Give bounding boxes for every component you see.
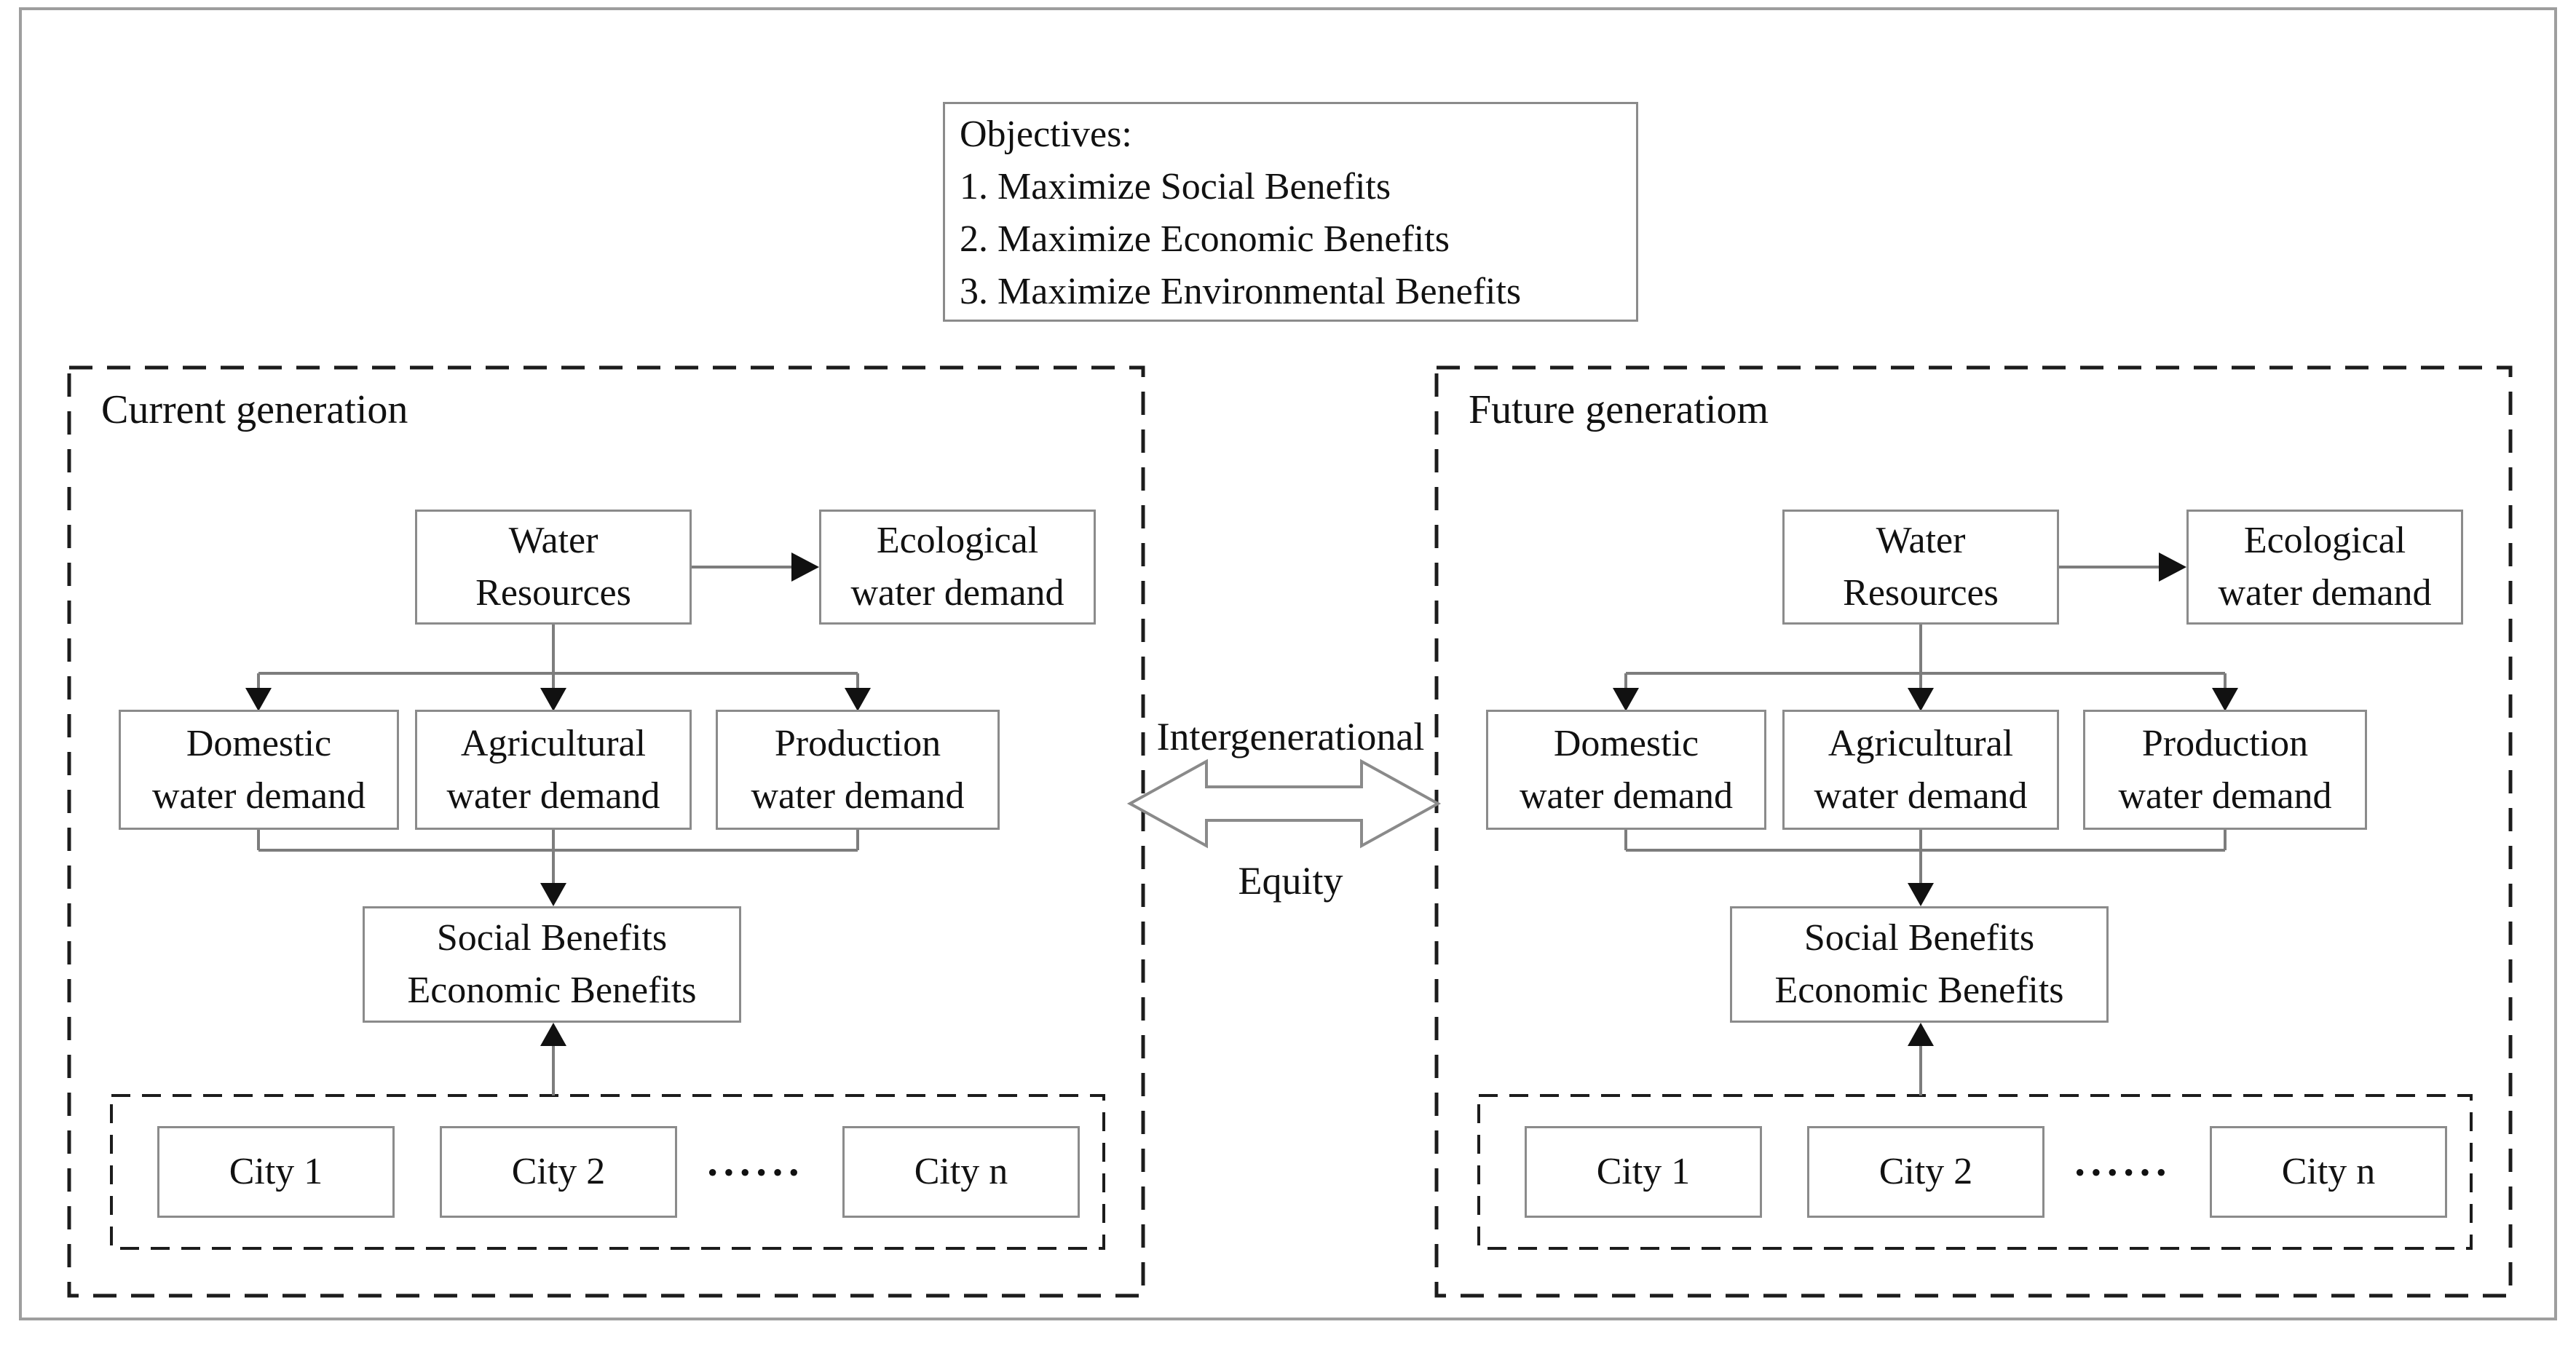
- future-ecological-water-demand-box: Ecological water demand: [2186, 510, 2463, 625]
- future-city-n-box: City n: [2210, 1126, 2447, 1218]
- current-cities-dashed-box: [110, 1094, 1105, 1250]
- current-production-water-demand-box: Production water demand: [716, 710, 1000, 830]
- future-generation-label: Future generatiom: [1469, 387, 1769, 432]
- intergenerational-label: Intergenerational: [1156, 715, 1425, 758]
- current-city-2-box: City 2: [440, 1126, 677, 1218]
- future-cities-dashed-box: [1477, 1094, 2473, 1250]
- current-generation-label: Current generation: [101, 387, 408, 432]
- equity-label: Equity: [1238, 859, 1343, 903]
- current-domestic-water-demand-box: Domestic water demand: [119, 710, 399, 830]
- current-city-n-box: City n: [842, 1126, 1080, 1218]
- objectives-box: Objectives: 1. Maximize Social Benefits …: [943, 102, 1638, 322]
- future-production-water-demand-box: Production water demand: [2083, 710, 2367, 830]
- current-panel-connectors: [257, 566, 859, 1096]
- current-city-1-box: City 1: [157, 1126, 395, 1218]
- future-city-2-box: City 2: [1807, 1126, 2044, 1218]
- future-water-resources-box: Water Resources: [1782, 510, 2059, 625]
- objective-item-3: 3. Maximize Environmental Benefits: [960, 271, 1522, 312]
- future-agricultural-water-demand-box: Agricultural water demand: [1782, 710, 2059, 830]
- future-cities-ellipsis: ······: [2072, 1148, 2171, 1196]
- future-panel-arrowheads: [1613, 552, 2238, 1046]
- current-agricultural-water-demand-box: Agricultural water demand: [415, 710, 692, 830]
- current-generation-panel-border: [67, 365, 1145, 1298]
- current-ecological-water-demand-box: Ecological water demand: [819, 510, 1096, 625]
- future-panel-connectors: [1624, 566, 2227, 1096]
- objective-item-1: 1. Maximize Social Benefits: [960, 166, 1391, 207]
- future-benefits-box: Social Benefits Economic Benefits: [1730, 906, 2109, 1023]
- future-city-1-box: City 1: [1525, 1126, 1762, 1218]
- current-water-resources-box: Water Resources: [415, 510, 692, 625]
- intergenerational-double-arrow: [1126, 758, 1442, 849]
- future-domestic-water-demand-box: Domestic water demand: [1486, 710, 1766, 830]
- figure-frame: [19, 7, 2557, 1320]
- current-cities-ellipsis: ······: [705, 1148, 804, 1196]
- objective-item-2: 2. Maximize Economic Benefits: [960, 218, 1450, 260]
- current-panel-arrowheads: [245, 552, 871, 1046]
- objectives-title: Objectives:: [960, 114, 1132, 155]
- future-generation-panel-border: [1434, 365, 2513, 1298]
- current-benefits-box: Social Benefits Economic Benefits: [363, 906, 741, 1023]
